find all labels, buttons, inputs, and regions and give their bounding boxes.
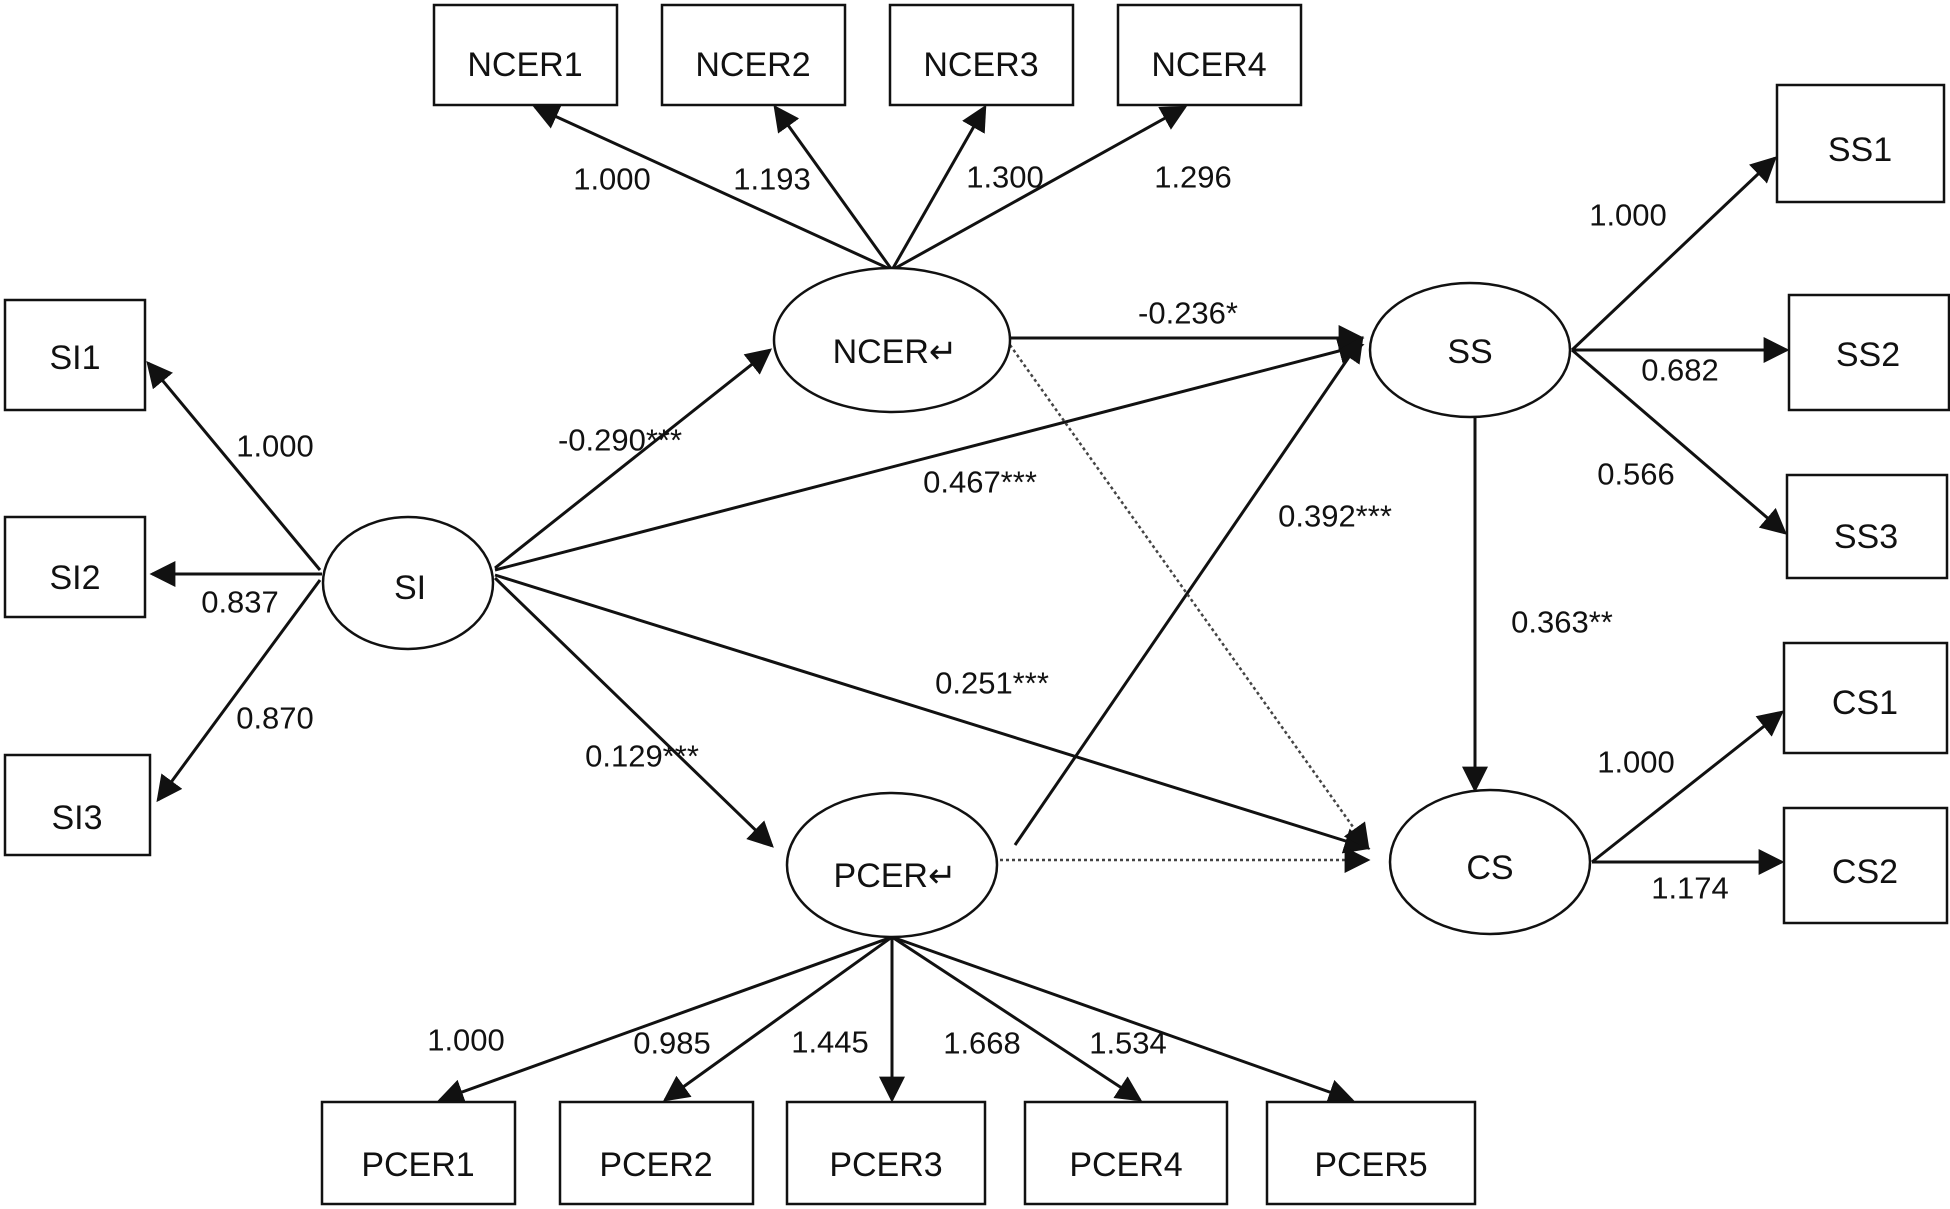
label-si-cs: 0.251*** xyxy=(935,666,1049,701)
edge-ncer-cs-dotted xyxy=(1008,344,1370,851)
label-si-ss: 0.467*** xyxy=(923,465,1037,500)
label-ss-ss1: 1.000 xyxy=(1589,198,1667,233)
node-ncer3: NCER3 xyxy=(888,3,1075,107)
latent-cs: CS xyxy=(1388,788,1592,936)
edge-pcer-pcer4 xyxy=(891,935,1143,1102)
edge-si-si1 xyxy=(146,361,322,571)
latent-ncer: NCER↵ xyxy=(772,266,1012,414)
node-si2: SI2 xyxy=(3,515,147,619)
node-ss2: SS2 xyxy=(1787,293,1950,412)
label-ss-cs: 0.363** xyxy=(1511,605,1613,640)
label-ss-ss2: 0.682 xyxy=(1641,353,1719,388)
edge-pcer-ss xyxy=(1013,335,1364,846)
latent-ss-label: SS xyxy=(1447,333,1492,371)
latent-ss: SS xyxy=(1368,281,1572,419)
node-ncer1: NCER1 xyxy=(432,3,619,107)
label-pcer-pcer1: 1.000 xyxy=(427,1023,505,1058)
node-pcer4: PCER4 xyxy=(1023,1100,1229,1206)
label-ncer-ncer4: 1.296 xyxy=(1154,160,1232,195)
edge-ss-ss1 xyxy=(1570,156,1777,352)
label-ncer-ncer2: 1.193 xyxy=(733,162,811,197)
node-si3: SI3 xyxy=(3,753,152,857)
edge-ss-ss3 xyxy=(1571,348,1787,535)
edge-ncer-ncer4 xyxy=(891,105,1188,272)
node-ss1-label: SS1 xyxy=(1828,131,1892,169)
edge-pcer-pcer5 xyxy=(891,935,1355,1105)
label-si-si3: 0.870 xyxy=(236,701,314,736)
edge-pcer-pcer1 xyxy=(437,935,893,1105)
label-si-ncer: -0.290*** xyxy=(558,423,682,458)
label-ss-ss3: 0.566 xyxy=(1597,457,1675,492)
label-cs-cs2: 1.174 xyxy=(1651,871,1729,906)
latent-pcer: PCER↵ xyxy=(785,791,999,939)
node-ss2-label: SS2 xyxy=(1836,336,1900,374)
node-pcer2: PCER2 xyxy=(558,1100,755,1206)
node-si2-label: SI2 xyxy=(49,559,100,597)
node-cs1-label: CS1 xyxy=(1832,684,1898,722)
edge-si-si3 xyxy=(156,579,322,803)
edge-si-ss xyxy=(494,338,1365,572)
label-pcer-pcer3: 1.445 xyxy=(791,1025,869,1060)
node-pcer2-label: PCER2 xyxy=(599,1146,712,1184)
edge-ncer-ncer1 xyxy=(532,104,893,272)
label-pcer-ss: 0.392*** xyxy=(1278,499,1392,534)
edge-si-pcer xyxy=(493,576,774,848)
node-pcer3: PCER3 xyxy=(785,1100,987,1206)
node-cs1: CS1 xyxy=(1782,641,1949,755)
node-pcer1-label: PCER1 xyxy=(361,1146,474,1184)
node-cs2-label: CS2 xyxy=(1832,853,1898,891)
label-pcer-pcer5: 1.534 xyxy=(1089,1026,1167,1061)
node-ss3-label: SS3 xyxy=(1834,518,1898,556)
node-si3-label: SI3 xyxy=(51,799,102,837)
node-pcer1: PCER1 xyxy=(320,1100,517,1206)
edge-ncer-ncer3 xyxy=(890,104,987,271)
node-ss3: SS3 xyxy=(1785,473,1949,580)
latent-cs-label: CS xyxy=(1466,849,1513,887)
node-ncer3-label: NCER3 xyxy=(923,46,1038,84)
label-si-si2: 0.837 xyxy=(201,585,279,620)
label-ncer-ss: -0.236* xyxy=(1138,296,1238,331)
node-ncer1-label: NCER1 xyxy=(467,46,582,84)
node-pcer5-label: PCER5 xyxy=(1314,1146,1427,1184)
node-si1: SI1 xyxy=(3,298,147,412)
edge-cs-cs1 xyxy=(1591,710,1785,864)
label-pcer-pcer4: 1.668 xyxy=(943,1026,1021,1061)
node-ncer4: NCER4 xyxy=(1116,3,1303,107)
node-pcer3-label: PCER3 xyxy=(829,1146,942,1184)
node-si1-label: SI1 xyxy=(49,339,100,377)
label-ncer-ncer1: 1.000 xyxy=(573,162,651,197)
edge-ncer-ncer2 xyxy=(773,104,894,271)
label-cs-cs1: 1.000 xyxy=(1597,745,1675,780)
node-ncer2: NCER2 xyxy=(660,3,847,107)
latent-pcer-label: PCER↵ xyxy=(834,857,957,895)
latent-si-label: SI xyxy=(394,569,426,607)
label-ncer-ncer3: 1.300 xyxy=(966,160,1044,195)
node-pcer4-label: PCER4 xyxy=(1069,1146,1182,1184)
node-cs2: CS2 xyxy=(1782,806,1949,925)
edge-si-ncer xyxy=(494,348,773,570)
node-ss1: SS1 xyxy=(1775,83,1946,204)
label-si-pcer: 0.129*** xyxy=(585,739,699,774)
node-ncer4-label: NCER4 xyxy=(1151,46,1266,84)
node-ncer2-label: NCER2 xyxy=(695,46,810,84)
label-pcer-pcer2: 0.985 xyxy=(633,1026,711,1061)
node-pcer5: PCER5 xyxy=(1265,1100,1477,1206)
latent-si: SI xyxy=(321,515,495,651)
edge-pcer-pcer2 xyxy=(662,935,893,1102)
edge-si-cs xyxy=(494,573,1371,854)
label-si-si1: 1.000 xyxy=(236,429,314,464)
latent-ncer-label: NCER↵ xyxy=(833,333,958,371)
